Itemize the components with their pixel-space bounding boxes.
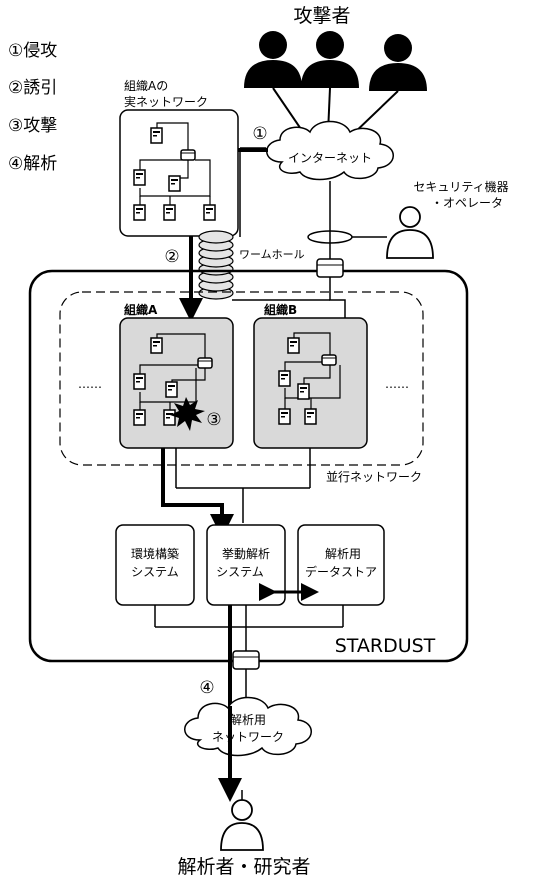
server-icon	[305, 409, 316, 424]
marker-1: ①	[252, 124, 267, 144]
legend-step3: ③攻撃	[8, 116, 57, 136]
datastore-line2: データストア	[305, 564, 377, 579]
gateway-icon	[317, 259, 343, 277]
ellipsis-left: ……	[78, 377, 102, 391]
ellipsis-right: ……	[385, 377, 409, 391]
internet-label: インターネット	[288, 151, 372, 165]
marker-3: ③	[206, 410, 221, 430]
server-icon	[134, 170, 145, 185]
analyst-icon	[221, 800, 263, 850]
attacker-icon	[244, 31, 302, 88]
server-icon	[134, 410, 145, 425]
server-icon	[298, 384, 309, 399]
server-icon	[134, 205, 145, 220]
org-b-label: 組織B	[264, 302, 297, 317]
gateway-icon	[233, 651, 259, 669]
legend-step2: ②誘引	[8, 78, 57, 98]
stardust-label: STARDUST	[335, 635, 436, 657]
attackers-label: 攻撃者	[293, 5, 350, 27]
attacker-icon	[369, 34, 427, 91]
server-icon	[204, 205, 215, 220]
server-icon	[151, 338, 162, 353]
parallel-network-region	[60, 292, 423, 465]
wormhole-label: ワームホール	[239, 248, 305, 261]
env-system-line1: 環境構築	[131, 546, 179, 561]
org-a-label: 組織A	[124, 302, 158, 317]
env-system-line2: システム	[131, 565, 179, 579]
analysis-network-line2: ネットワーク	[212, 730, 284, 744]
server-icon	[279, 409, 290, 424]
analysis-network-line1: 解析用	[230, 713, 266, 727]
behavior-system-line1: 挙動解析	[222, 547, 270, 561]
wormhole-icon	[199, 231, 233, 299]
hub-icon	[322, 355, 336, 365]
server-icon	[279, 371, 290, 386]
attacker-icon	[301, 31, 359, 88]
server-icon	[169, 176, 180, 191]
security-operator-line2: ・オペレータ	[431, 196, 503, 210]
security-operator-line1: セキュリティ機器	[413, 179, 508, 194]
behavior-system-line2: システム	[216, 565, 264, 579]
legend-step4: ④解析	[8, 154, 57, 174]
server-icon	[151, 128, 162, 143]
server-icon	[134, 374, 145, 389]
parallel-network-label: 並行ネットワーク	[326, 470, 422, 484]
org-b-box	[254, 318, 367, 448]
legend-step1: ①侵攻	[8, 41, 57, 61]
server-icon	[288, 338, 299, 353]
server-icon	[164, 205, 175, 220]
datastore-line1: 解析用	[325, 547, 361, 561]
real-network-line1: 組織Aの	[124, 79, 168, 93]
hub-icon	[198, 358, 212, 368]
analysts-label: 解析者・研究者	[177, 856, 310, 878]
server-icon	[164, 410, 175, 425]
operator-icon	[387, 207, 433, 258]
marker-4: ④	[199, 678, 214, 698]
hub-icon	[181, 150, 195, 160]
server-icon	[166, 382, 177, 397]
marker-2: ②	[164, 247, 179, 267]
real-network-line2: 実ネットワーク	[124, 94, 208, 109]
